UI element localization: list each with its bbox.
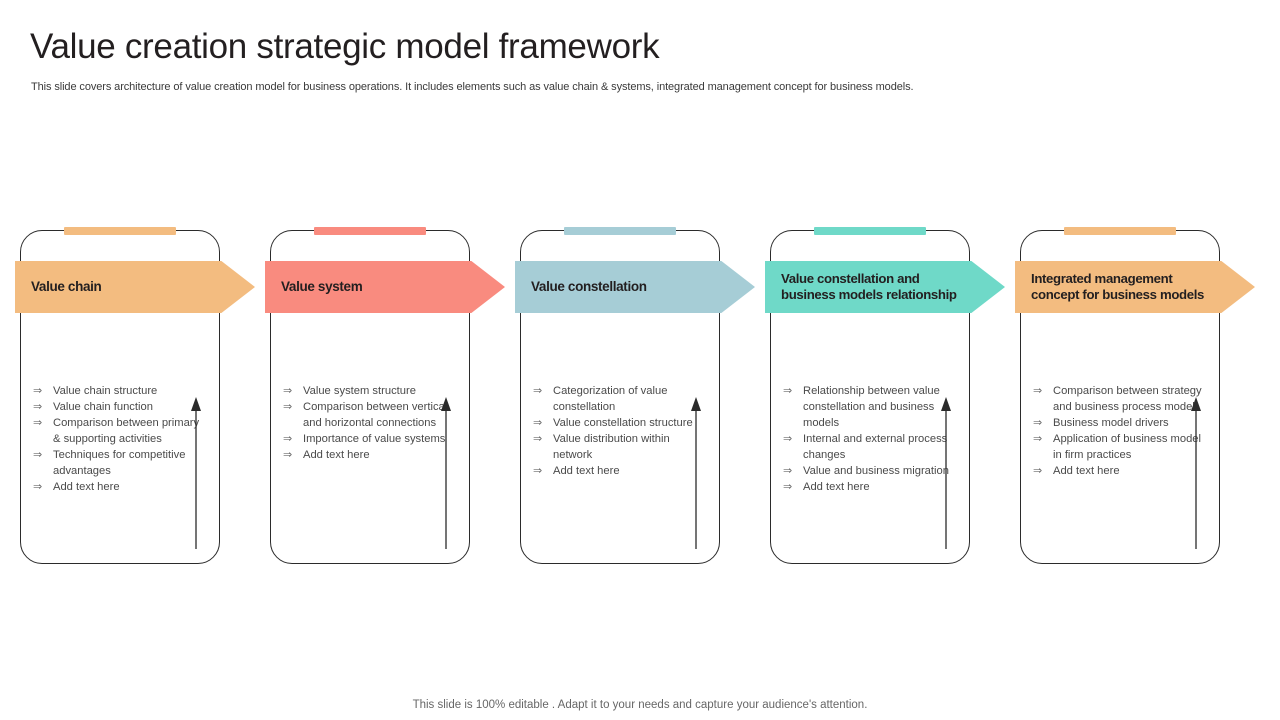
double-arrow-bullet-icon: ⇒	[533, 433, 543, 445]
slide-footer-note: This slide is 100% editable . Adapt it t…	[412, 699, 868, 711]
card-heading-banner: Value constellation and business models …	[765, 261, 1005, 313]
double-arrow-bullet-icon: ⇒	[1033, 433, 1043, 445]
double-arrow-bullet-icon: ⇒	[33, 385, 43, 397]
list-item: ⇒ Importance of value systems	[283, 431, 459, 447]
list-item-label: Value system structure	[303, 385, 416, 397]
double-arrow-bullet-icon: ⇒	[283, 385, 293, 397]
list-item-label: Add text here	[303, 449, 370, 461]
list-item: ⇒ Business model drivers	[1033, 415, 1209, 431]
list-item: ⇒ Value chain function	[33, 399, 209, 415]
framework-cards-row: Value chain⇒Value chain structure⇒Value …	[0, 222, 1280, 572]
card-top-tab	[1064, 227, 1176, 235]
list-item-label: Categorization of value constellation	[553, 385, 668, 413]
list-item: ⇒ Add text here	[283, 447, 459, 463]
framework-card-value-constellation-business-models-relationship[interactable]: Value constellation and business models …	[765, 227, 1005, 564]
list-item-label: Add text here	[803, 481, 870, 493]
list-item-label: Value distribution within network	[553, 433, 670, 461]
double-arrow-bullet-icon: ⇒	[783, 465, 793, 477]
list-item-label: Value and business migration	[803, 465, 949, 477]
card-top-tab	[314, 227, 426, 235]
double-arrow-bullet-icon: ⇒	[283, 449, 293, 461]
double-arrow-bullet-icon: ⇒	[1033, 465, 1043, 477]
list-item-label: Importance of value systems	[303, 433, 446, 445]
card-heading-label: Integrated management concept for busine…	[1031, 270, 1205, 303]
list-item: ⇒ Categorization of value constellation	[533, 383, 709, 415]
card-heading-banner: Value constellation	[515, 261, 755, 313]
list-item: ⇒ Comparison between vertical and horizon…	[283, 399, 459, 431]
double-arrow-bullet-icon: ⇒	[1033, 385, 1043, 397]
list-item-label: Add text here	[1053, 465, 1120, 477]
double-arrow-bullet-icon: ⇒	[783, 433, 793, 445]
list-item-label: Value constellation structure	[553, 417, 693, 429]
page-title: Value creation strategic model framework	[30, 27, 660, 66]
list-item: ⇒ Relationship between value constellatio…	[783, 383, 959, 431]
card-heading-label: Value constellation and business models …	[781, 270, 957, 303]
double-arrow-bullet-icon: ⇒	[783, 481, 793, 493]
card-heading-banner: Integrated management concept for busine…	[1015, 261, 1255, 313]
list-item: ⇒ Comparison between strategy and busines…	[1033, 383, 1209, 415]
card-bullet-list: ⇒ Value chain structure ⇒ Value chain funct…	[33, 383, 209, 495]
card-top-tab	[564, 227, 676, 235]
list-item-label: Value chain structure	[53, 385, 158, 397]
list-item-label: Internal and external process changes	[803, 433, 948, 461]
list-item: ⇒ Add text here	[33, 479, 209, 495]
card-bullet-list: ⇒ Categorization of value constellation ⇒ V…	[533, 383, 709, 479]
list-item-label: Application of business model in firm pr…	[1053, 433, 1202, 461]
framework-card-integrated-management-concept[interactable]: Integrated management concept for busine…	[1015, 227, 1255, 564]
double-arrow-bullet-icon: ⇒	[33, 449, 43, 461]
double-arrow-bullet-icon: ⇒	[33, 417, 43, 429]
framework-card-value-chain[interactable]: Value chain ⇒ Value chain structure ⇒ Value …	[15, 227, 255, 564]
double-arrow-bullet-icon: ⇒	[533, 465, 543, 477]
list-item: ⇒ Internal and external process changes	[783, 431, 959, 463]
card-top-tab	[814, 227, 926, 235]
framework-card-value-constellation[interactable]: Value constellation ⇒ Categorization of va…	[515, 227, 755, 564]
double-arrow-bullet-icon: ⇒	[533, 417, 543, 429]
list-item: ⇒ Add text here	[783, 479, 959, 495]
list-item: ⇒ Value and business migration	[783, 463, 959, 479]
double-arrow-bullet-icon: ⇒	[783, 385, 793, 397]
double-arrow-bullet-icon: ⇒	[33, 401, 43, 413]
list-item: ⇒ Value constellation structure	[533, 415, 709, 431]
card-bullet-list: ⇒ Value system structure ⇒ Comparison betwe…	[283, 383, 459, 463]
card-top-tab	[64, 227, 176, 235]
card-bullet-list: ⇒ Relationship between value constellatio…	[783, 383, 959, 495]
list-item-label: Business model drivers	[1053, 417, 1169, 429]
double-arrow-bullet-icon: ⇒	[33, 481, 43, 493]
list-item-label: Add text here	[53, 481, 120, 493]
list-item-label: Value chain function	[53, 401, 153, 413]
list-item-label: Comparison between primary & supporting …	[53, 417, 200, 445]
list-item: ⇒ Value chain structure	[33, 383, 209, 399]
page-subtitle: This slide covers architecture of value …	[31, 81, 914, 93]
double-arrow-bullet-icon: ⇒	[1033, 417, 1043, 429]
card-heading-banner: Value chain	[15, 261, 255, 313]
list-item: ⇒ Techniques for competitive advantages	[33, 447, 209, 479]
list-item-label: Comparison between strategy and business…	[1053, 385, 1202, 413]
double-arrow-bullet-icon: ⇒	[533, 385, 543, 397]
card-heading-label: Value chain	[31, 279, 102, 294]
card-bullet-list: ⇒ Comparison between strategy and busines…	[1033, 383, 1209, 479]
list-item-label: Relationship between value constellation…	[803, 385, 940, 429]
list-item: ⇒ Application of business model in firm p…	[1033, 431, 1209, 463]
list-item-label: Techniques for competitive advantages	[53, 449, 186, 477]
list-item-label: Add text here	[553, 465, 620, 477]
card-heading-label: Value system	[281, 279, 363, 294]
card-heading-label: Value constellation	[531, 279, 647, 294]
double-arrow-bullet-icon: ⇒	[283, 401, 293, 413]
list-item: ⇒ Add text here	[1033, 463, 1209, 479]
list-item: ⇒ Value distribution within network	[533, 431, 709, 463]
double-arrow-bullet-icon: ⇒	[283, 433, 293, 445]
framework-card-value-system[interactable]: Value system ⇒ Value system structure ⇒ Comp…	[265, 227, 505, 564]
list-item: ⇒ Add text here	[533, 463, 709, 479]
list-item: ⇒ Value system structure	[283, 383, 459, 399]
list-item: ⇒ Comparison between primary & supporting…	[33, 415, 209, 447]
card-heading-banner: Value system	[265, 261, 505, 313]
list-item-label: Comparison between vertical and horizont…	[303, 401, 448, 429]
